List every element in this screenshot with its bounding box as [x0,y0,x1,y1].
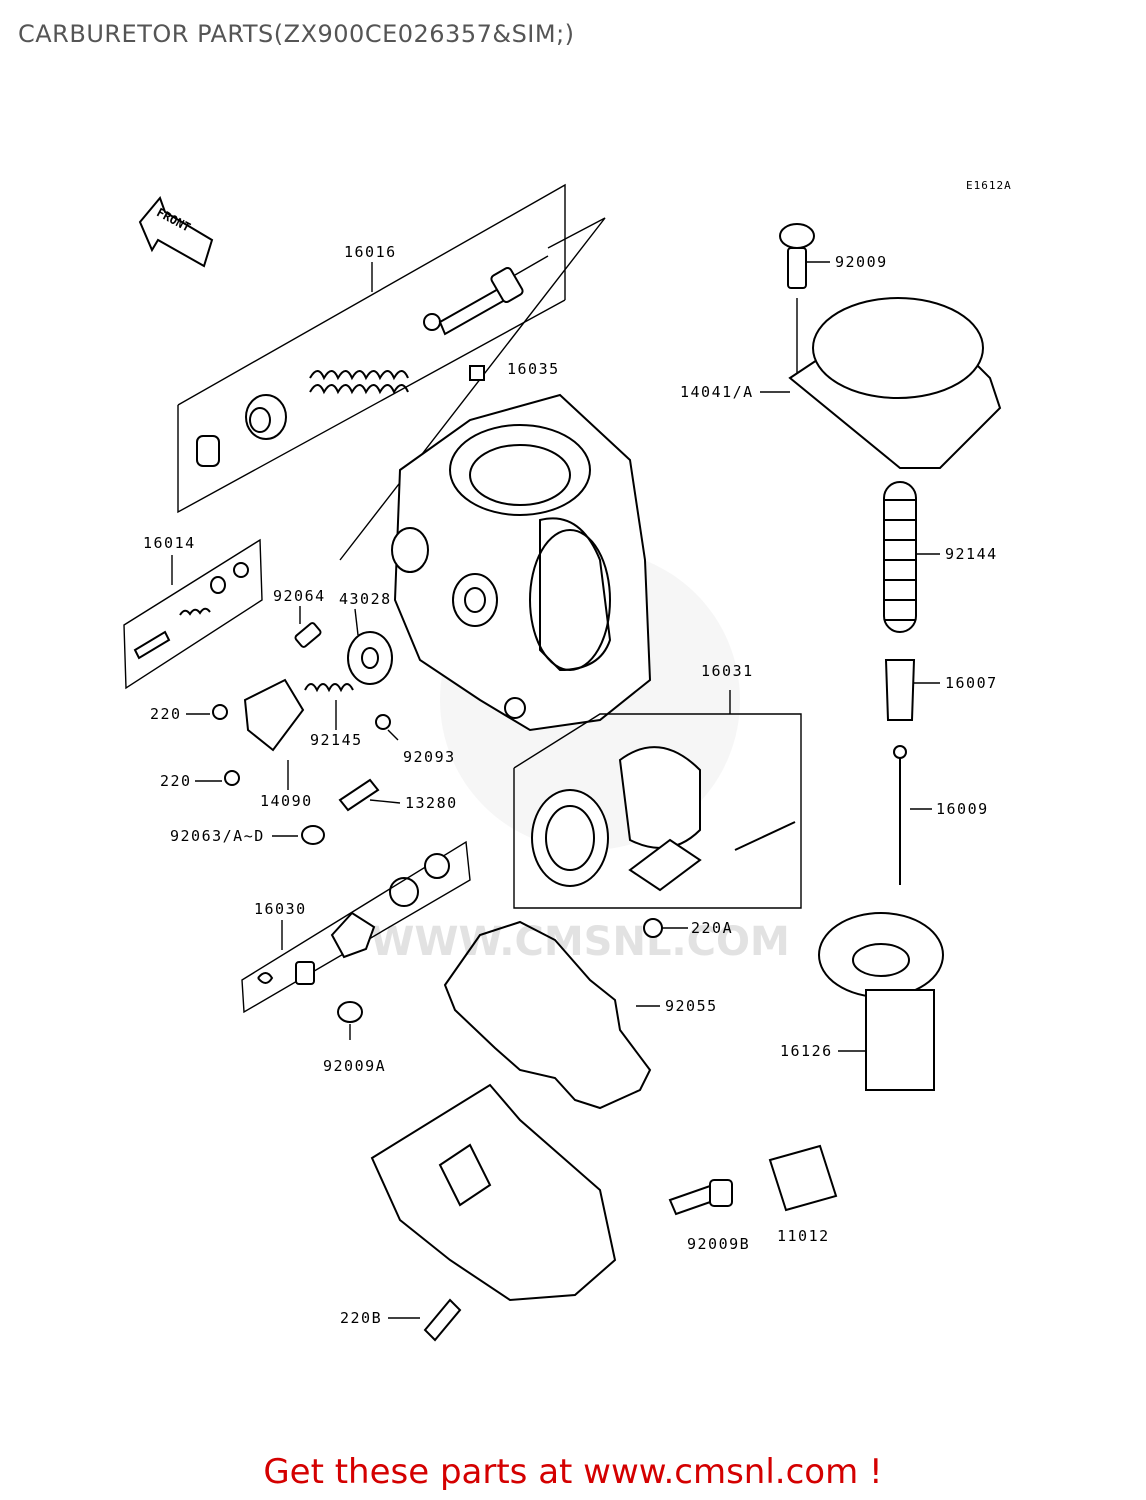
callout-16126: 16126 [780,1042,833,1060]
callout-16030: 16030 [254,900,307,918]
callout-92063: 92063/A~D [170,827,265,845]
callout-16035: 16035 [507,360,560,378]
float-group-16031 [513,690,802,909]
diagram-code: E1612A [966,179,1012,192]
small-parts-left [186,606,401,845]
watermark-text: WWW.CMSNL.COM [370,919,790,965]
callout-43028: 43028 [339,590,392,608]
front-arrow: FRONT [138,196,214,268]
callout-16016: 16016 [344,243,397,261]
callout-92009A: 92009A [323,1057,386,1075]
callout-220B: 220B [340,1309,382,1327]
callout-92009: 92009 [835,253,888,271]
callout-14041: 14041/A [680,383,754,401]
callout-16031: 16031 [701,662,754,680]
carburetor-body [391,365,652,732]
callout-16009: 16009 [936,800,989,818]
callout-11012: 11012 [777,1227,830,1245]
callout-92093: 92093 [403,748,456,766]
float-chamber [370,1083,617,1302]
callout-16007: 16007 [945,674,998,692]
callout-92144: 92144 [945,545,998,563]
float-chamber-gasket [443,920,652,1110]
jet-group-16014 [123,538,263,690]
callout-13280: 13280 [405,794,458,812]
callout-92055: 92055 [665,997,718,1015]
callout-92009B: 92009B [687,1235,750,1253]
front-arrow-label: FRONT [154,205,192,234]
callout-16014: 16014 [143,534,196,552]
callout-14090: 14090 [260,792,313,810]
callout-220-lower: 220 [160,772,192,790]
pilot-screw-group-16016 [177,183,606,561]
page-title: CARBURETOR PARTS(ZX900CE026357&SIM;) [18,20,575,48]
footer-cta-link[interactable]: Get these parts at www.cmsnl.com ! [263,1452,883,1492]
callout-92145: 92145 [310,731,363,749]
callout-220-upper: 220 [150,705,182,723]
needle-valve-group-16030 [241,840,471,1040]
right-parts [388,223,1002,1342]
callout-220A: 220A [691,919,733,937]
callout-92064: 92064 [273,587,326,605]
